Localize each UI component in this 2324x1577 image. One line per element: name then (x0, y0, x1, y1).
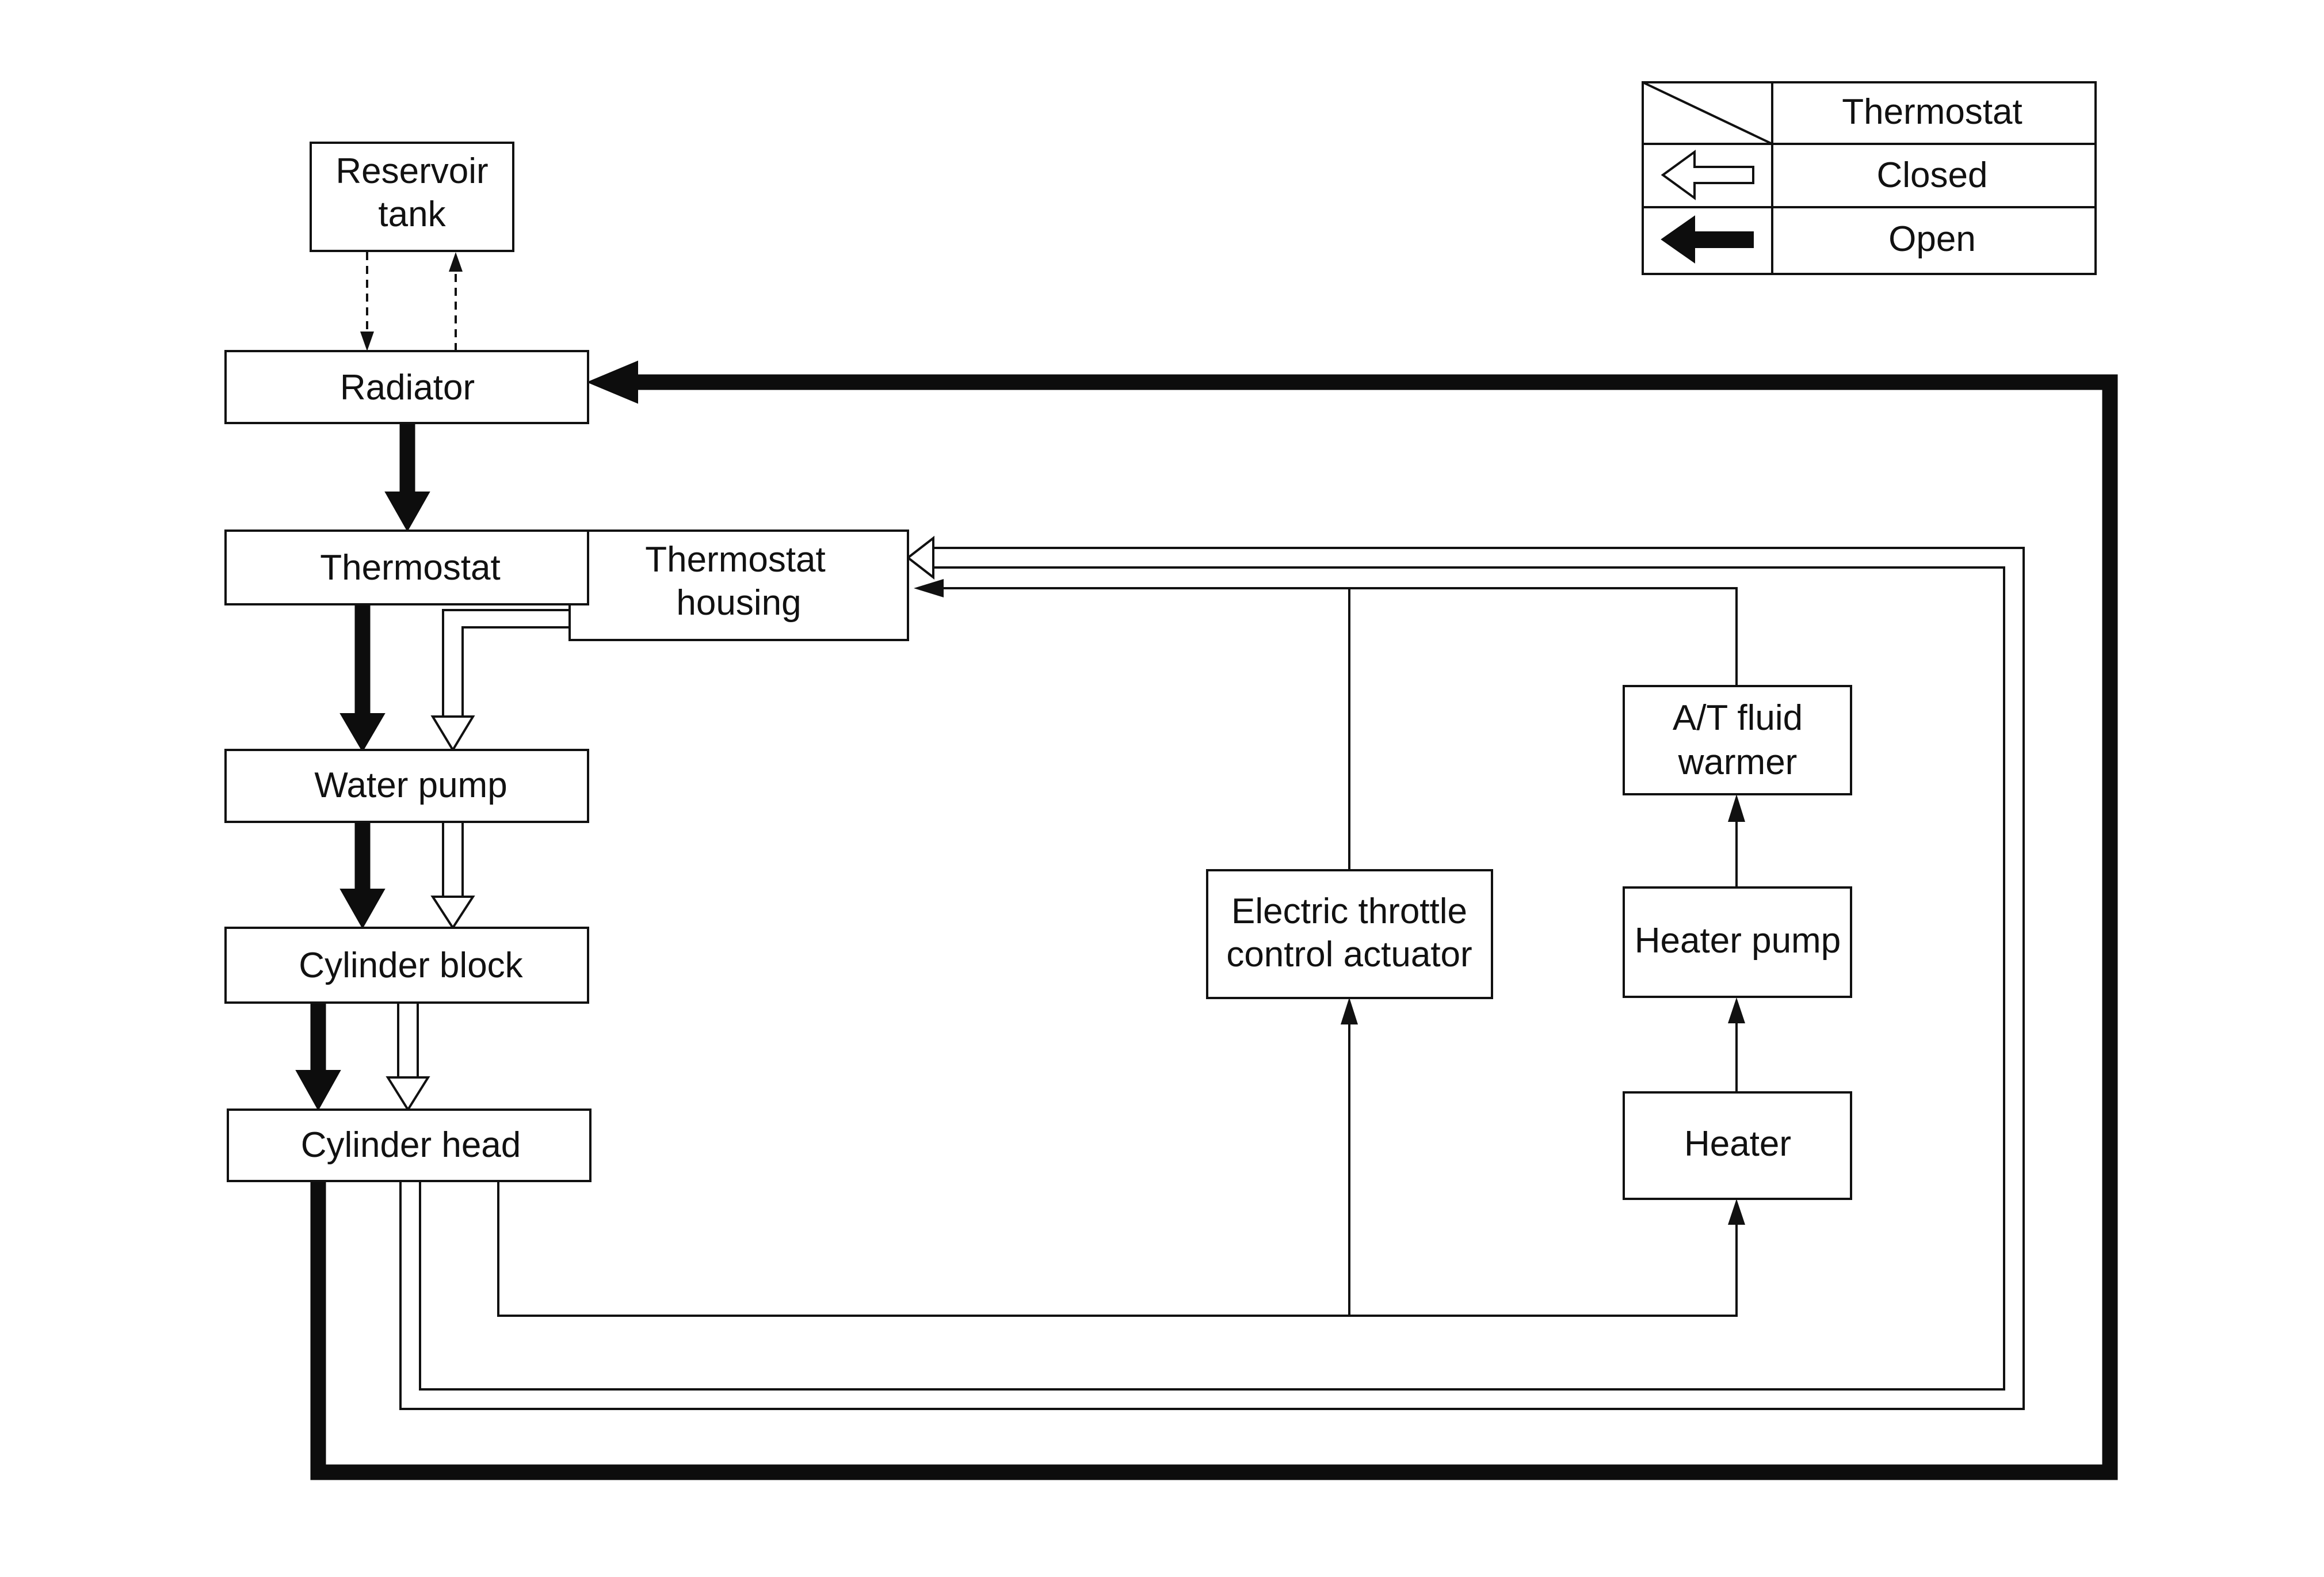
auxiliary-circuit-lines (497, 579, 1745, 1317)
at-fluid-warmer-label: warmer (1678, 742, 1798, 782)
open-return-loop (310, 360, 2118, 1480)
open-flow-radiator-thermostat (384, 423, 430, 532)
radiator-label: Radiator (340, 368, 475, 407)
cylinder-block-label: Cylinder block (299, 946, 523, 985)
throttle-actuator: Electric throttle control actuator (1206, 869, 1493, 999)
at-fluid-warmer-label: A/T fluid (1673, 698, 1803, 738)
at-fluid-warmer: A/T fluid warmer (1623, 685, 1852, 795)
hollow-arrow-icon (1661, 150, 1754, 200)
legend-open-label: Open (1888, 219, 1976, 259)
heater: Heater (1623, 1091, 1852, 1200)
reservoir-tank-label: Reservoir (335, 151, 488, 191)
closed-return-loop (399, 535, 2025, 1410)
flow-cylinderblock-cylinderhead (295, 1003, 430, 1112)
thermostat-housing-label: Thermostat (645, 540, 826, 580)
legend-header: Thermostat (1842, 92, 2022, 132)
cylinder-block: Cylinder block (224, 927, 589, 1004)
legend-table: Thermostat Closed Open (1642, 81, 2097, 275)
heater-label: Heater (1684, 1124, 1791, 1164)
thermostat-housing-label: housing (676, 583, 801, 623)
cylinder-head-label: Cylinder head (301, 1125, 521, 1165)
bypass-flow-housing-waterpump (430, 609, 570, 752)
legend-corner-slash (1642, 81, 1773, 145)
flow-waterpump-cylinderblock (339, 822, 475, 930)
water-pump: Water pump (224, 749, 589, 823)
water-pump-label: Water pump (314, 765, 507, 805)
throttle-actuator-label: control actuator (1226, 935, 1472, 974)
thermostat-housing: Thermostat housing (568, 530, 909, 641)
legend-closed-label: Closed (1877, 155, 1988, 195)
reservoir-radiator-lines (360, 252, 463, 351)
solid-arrow-icon (1661, 215, 1754, 264)
reservoir-tank: Reservoir tank (310, 142, 514, 252)
heater-pump: Heater pump (1623, 886, 1852, 998)
radiator: Radiator (224, 350, 589, 424)
open-flow-thermostat-waterpump (339, 605, 386, 752)
cylinder-head: Cylinder head (227, 1109, 592, 1182)
thermostat-label: Thermostat (320, 548, 501, 588)
reservoir-tank-label: tank (378, 195, 446, 234)
heater-pump-label: Heater pump (1635, 921, 1841, 961)
throttle-actuator-label: Electric throttle (1231, 892, 1467, 931)
thermostat: Thermostat (224, 530, 589, 605)
